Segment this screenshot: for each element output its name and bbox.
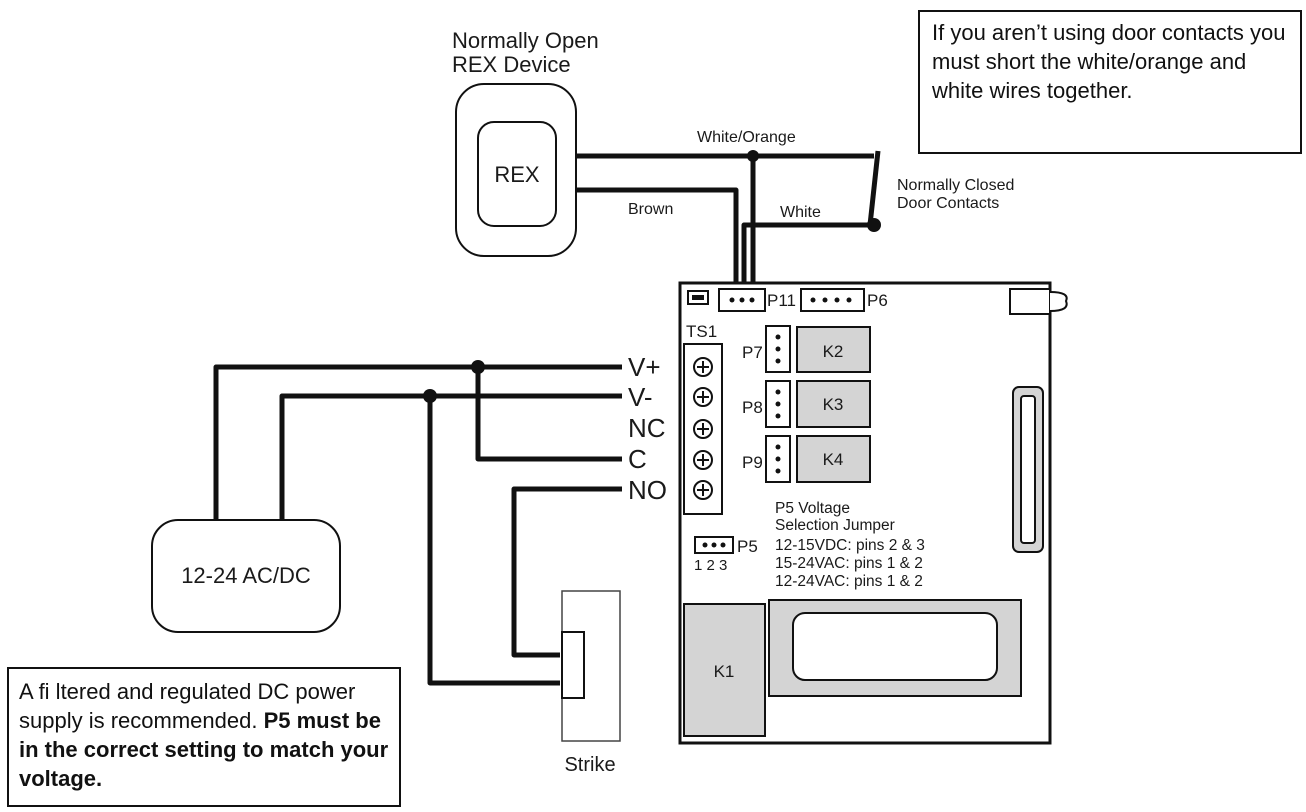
pin bbox=[775, 358, 781, 364]
pin bbox=[810, 297, 816, 303]
wire-vminus bbox=[279, 393, 622, 520]
label-k1: K1 bbox=[714, 662, 735, 681]
pin bbox=[775, 346, 781, 352]
screw-cross bbox=[697, 391, 709, 403]
door-contacts-line2: Door Contacts bbox=[897, 195, 999, 212]
pin bbox=[749, 297, 755, 303]
terminal-label-nc: NC bbox=[628, 413, 666, 443]
board-bottom-connector-slot bbox=[792, 612, 998, 681]
wire-vminus-to-strike bbox=[427, 396, 560, 686]
note-door-contacts-text: If you aren’t using door contacts you mu… bbox=[932, 20, 1286, 103]
terminal-label-vplus: V+ bbox=[628, 352, 661, 382]
wire-vplus-to-c bbox=[475, 367, 622, 462]
pin bbox=[702, 542, 708, 548]
rex-title-line2: REX Device bbox=[452, 52, 571, 77]
p5-note-line3: 12-15VDC: pins 2 & 3 bbox=[775, 537, 925, 554]
pin bbox=[739, 297, 745, 303]
terminal-label-c: C bbox=[628, 444, 647, 474]
label-k4: K4 bbox=[823, 450, 844, 469]
screw-cross bbox=[697, 484, 709, 496]
pin bbox=[775, 456, 781, 462]
p5-note-line1: P5 Voltage bbox=[775, 500, 850, 517]
label-brown: Brown bbox=[628, 201, 673, 218]
pin bbox=[720, 542, 726, 548]
junction-dot bbox=[423, 389, 437, 403]
pin bbox=[775, 444, 781, 450]
terminal-screws bbox=[693, 357, 713, 500]
p5-note-line5: 12-24VAC: pins 1 & 2 bbox=[775, 573, 923, 590]
pin bbox=[834, 297, 840, 303]
door-contacts-line1: Normally Closed bbox=[897, 177, 1014, 194]
header-p6 bbox=[800, 288, 865, 312]
relay-k3 bbox=[796, 380, 871, 428]
door-contact-switch bbox=[867, 150, 881, 226]
label-k3: K3 bbox=[823, 395, 844, 414]
board-side-connector-slot bbox=[1020, 395, 1036, 544]
wire-no-to-strike bbox=[511, 486, 622, 658]
pin bbox=[775, 401, 781, 407]
board-led-right-lens bbox=[1049, 291, 1068, 312]
pin bbox=[775, 413, 781, 419]
relay-k1 bbox=[683, 603, 766, 737]
note-power-supply-text: A fi ltered and regulated DC power suppl… bbox=[19, 679, 356, 733]
pin bbox=[822, 297, 828, 303]
label-p5-pins: 1 2 3 bbox=[694, 557, 727, 574]
label-p11: P11 bbox=[767, 291, 796, 310]
power-supply-label: 12-24 AC/DC bbox=[181, 563, 311, 588]
pin bbox=[775, 468, 781, 474]
pin bbox=[775, 389, 781, 395]
pin bbox=[846, 297, 852, 303]
rex-device-inner bbox=[477, 121, 557, 227]
header-p7 bbox=[765, 325, 791, 373]
note-power-supply: A fi ltered and regulated DC power suppl… bbox=[7, 667, 401, 807]
label-p6: P6 bbox=[867, 291, 888, 310]
label-p8: P8 bbox=[742, 398, 763, 417]
wire-white bbox=[741, 222, 874, 283]
strike-keeper bbox=[561, 631, 585, 699]
pin bbox=[775, 334, 781, 340]
note-power-supply-warning: P5 must be in the correct setting to mat… bbox=[19, 708, 389, 791]
label-p5: P5 bbox=[737, 537, 758, 556]
terminal-label-vminus: V- bbox=[628, 382, 653, 412]
screw-cross bbox=[697, 361, 709, 373]
rex-title-line1: Normally Open bbox=[452, 28, 599, 53]
note-door-contacts: If you aren’t using door contacts you mu… bbox=[918, 10, 1302, 154]
label-k2: K2 bbox=[823, 342, 844, 361]
wire-brown bbox=[576, 187, 739, 283]
screw-cross bbox=[697, 423, 709, 435]
relay-k2 bbox=[796, 326, 871, 373]
door-contact-terminal bbox=[867, 218, 881, 232]
board-led-right bbox=[1009, 288, 1051, 315]
label-p9: P9 bbox=[742, 453, 763, 472]
power-supply bbox=[151, 519, 341, 633]
pin bbox=[729, 297, 735, 303]
label-p7: P7 bbox=[742, 343, 763, 362]
terminal-label-no: NO bbox=[628, 475, 667, 505]
relay-k4 bbox=[796, 435, 871, 483]
screw-cross bbox=[697, 454, 709, 466]
junction-dot bbox=[471, 360, 485, 374]
label-white-orange: White/Orange bbox=[697, 129, 796, 146]
rex-label: REX bbox=[494, 162, 540, 187]
strike-label: Strike bbox=[564, 754, 615, 776]
junction-dot bbox=[747, 150, 759, 162]
label-white: White bbox=[780, 204, 821, 221]
board-led-inner bbox=[692, 295, 704, 300]
label-ts1: TS1 bbox=[686, 322, 717, 341]
p5-note-line4: 15-24VAC: pins 1 & 2 bbox=[775, 555, 923, 572]
p5-note-line2: Selection Jumper bbox=[775, 517, 895, 534]
wire-vplus bbox=[213, 364, 622, 520]
pin bbox=[711, 542, 717, 548]
